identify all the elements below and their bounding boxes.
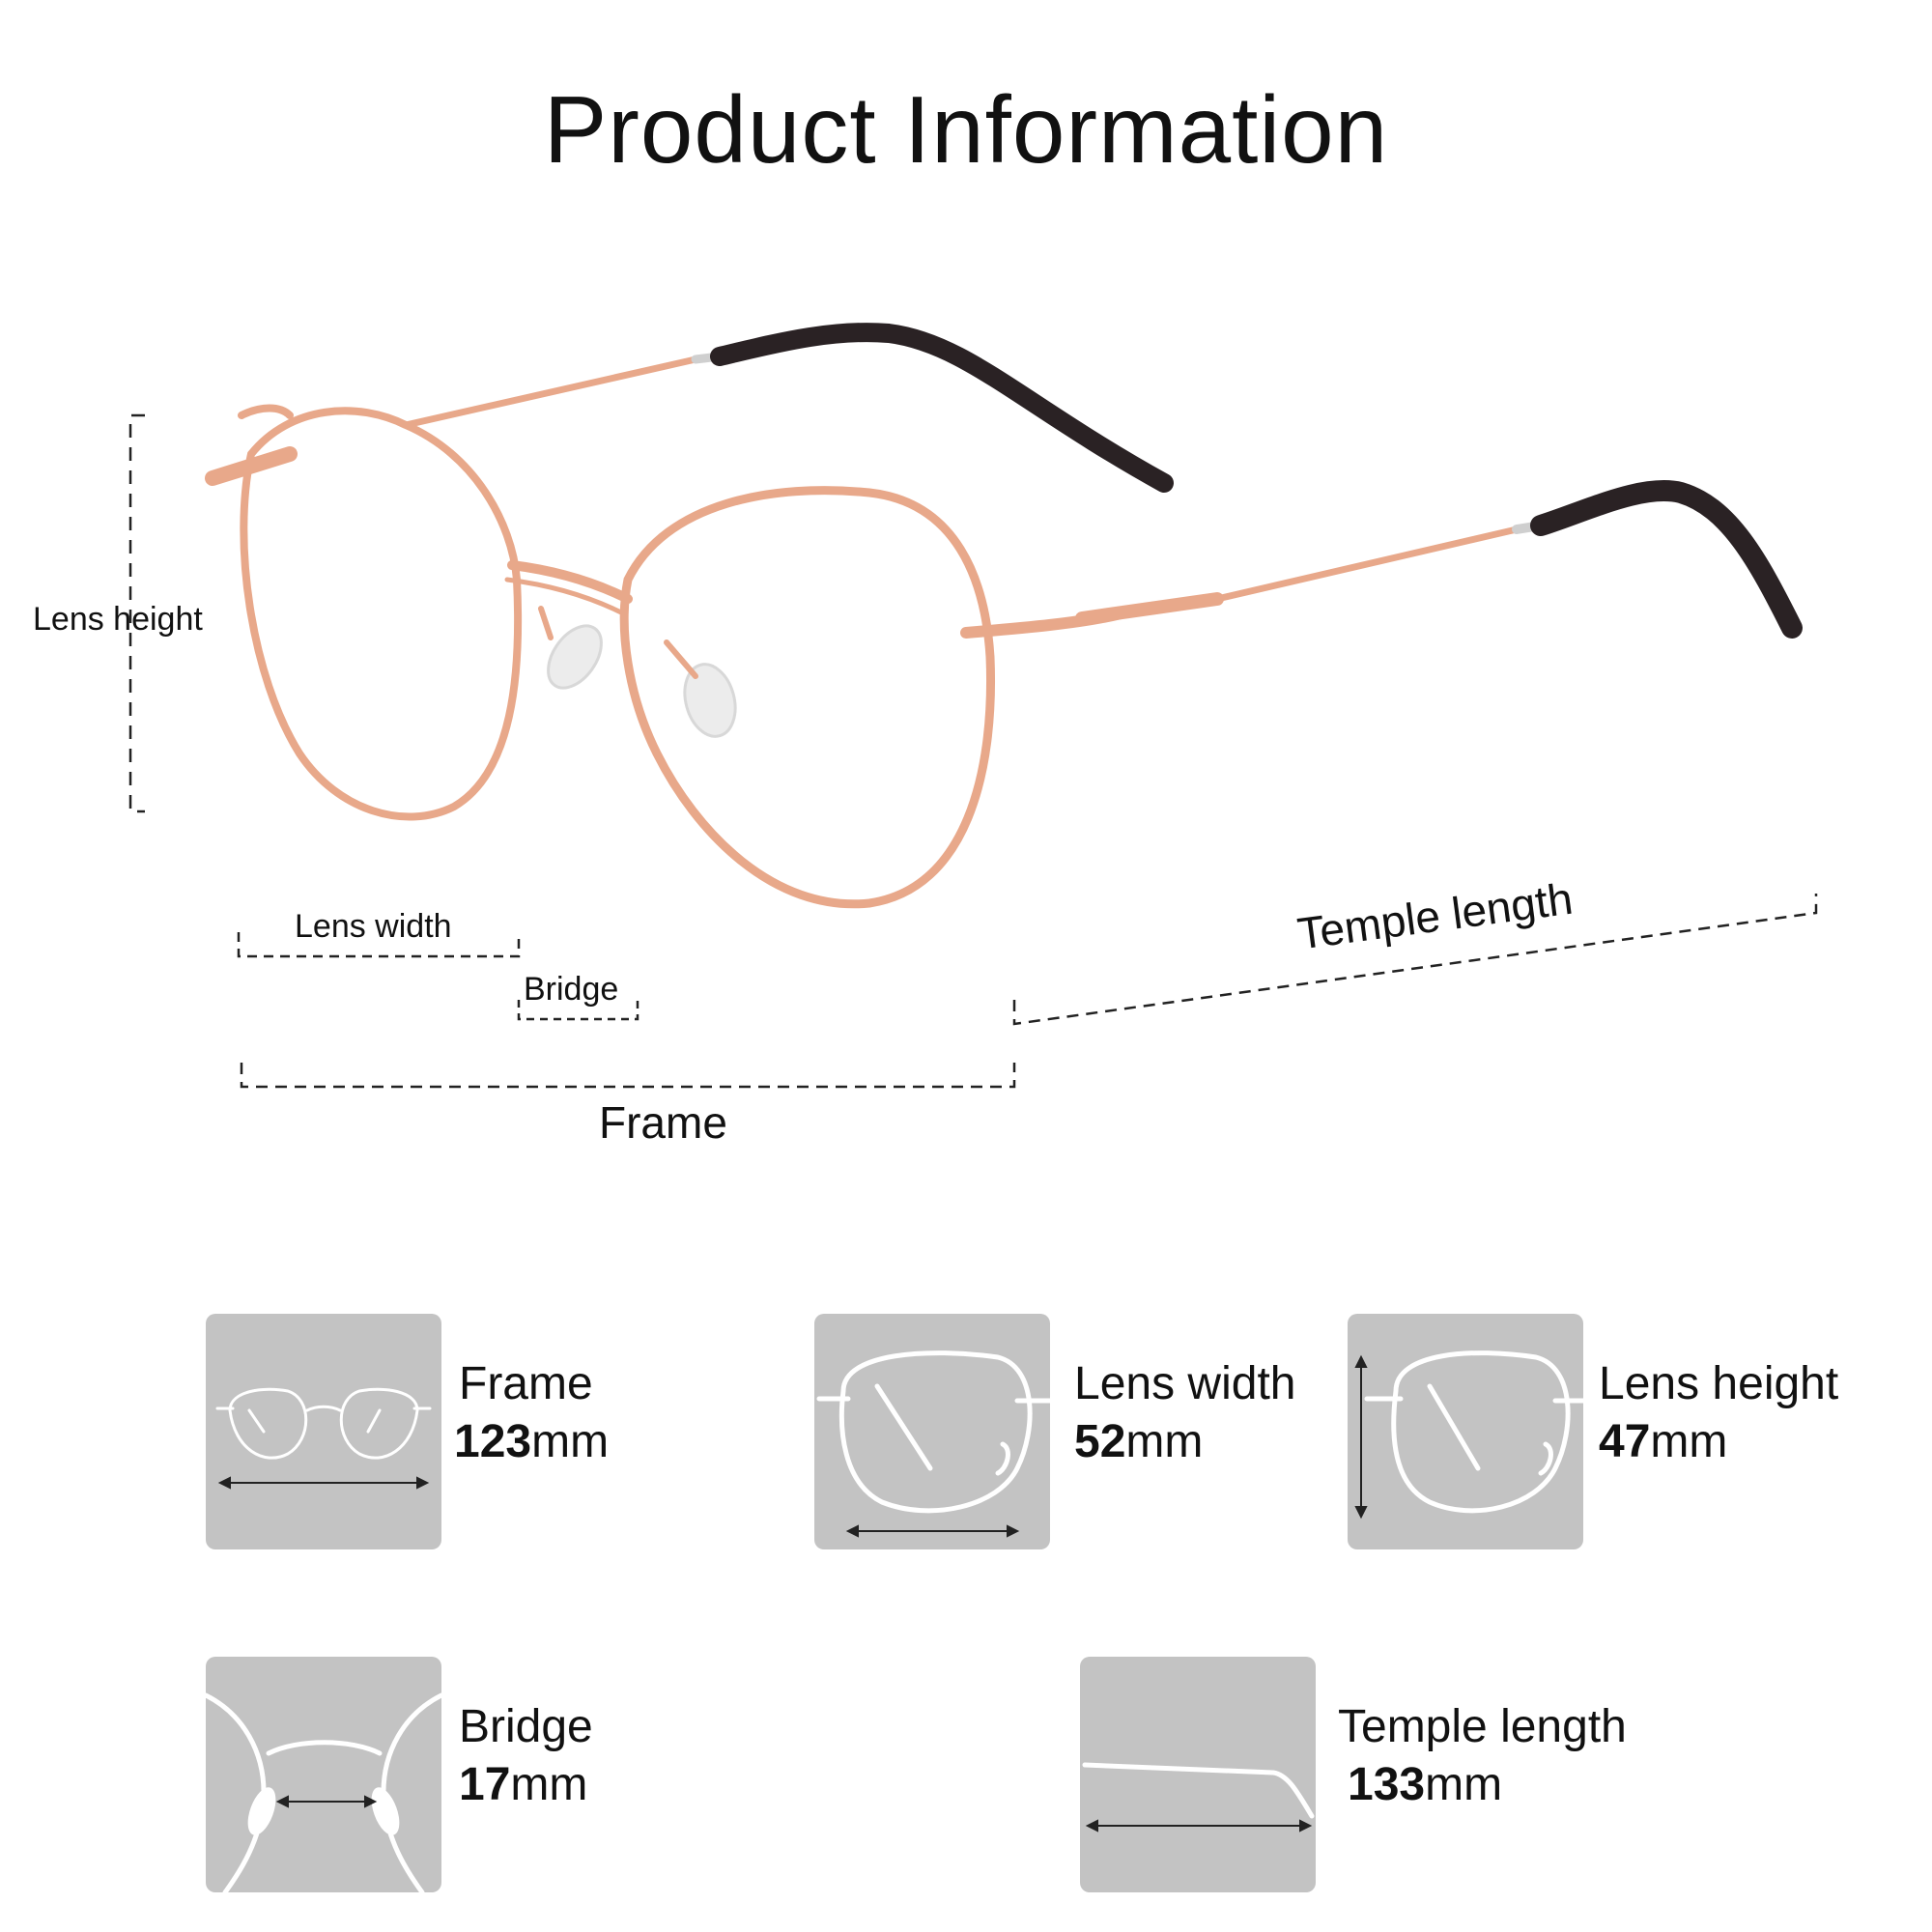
bridge-spec-value: 17mm	[459, 1759, 588, 1810]
temple-icon	[1080, 1657, 1316, 1892]
bridge-label: Bridge	[524, 971, 619, 1008]
page-title: Product Information	[543, 76, 1389, 183]
lens-height-label: Lens height	[33, 601, 203, 638]
frame-label: Frame	[599, 1097, 727, 1148]
lens-width-icon	[814, 1314, 1050, 1549]
temple-length-spec-label: Temple length	[1338, 1701, 1627, 1752]
glasses-illustration	[128, 323, 1818, 1089]
frame-spec-label: Frame	[459, 1358, 593, 1409]
lens-width-spec-value: 52mm	[1074, 1416, 1204, 1467]
lens-height-spec-label: Lens height	[1599, 1358, 1839, 1409]
temple-length-spec-value: 133mm	[1348, 1759, 1503, 1810]
lens-width-label: Lens width	[295, 908, 452, 945]
bridge-icon	[206, 1657, 441, 1892]
lens-height-spec-value: 47mm	[1599, 1416, 1728, 1467]
frame-front-icon	[206, 1314, 441, 1549]
glasses-diagram: Lens height Lens width Bridge Frame Temp…	[33, 323, 1818, 1148]
lens-width-spec-label: Lens width	[1074, 1358, 1296, 1409]
frame-spec-value: 123mm	[454, 1416, 610, 1467]
bridge-spec-label: Bridge	[459, 1701, 593, 1752]
lens-height-icon	[1348, 1314, 1583, 1549]
